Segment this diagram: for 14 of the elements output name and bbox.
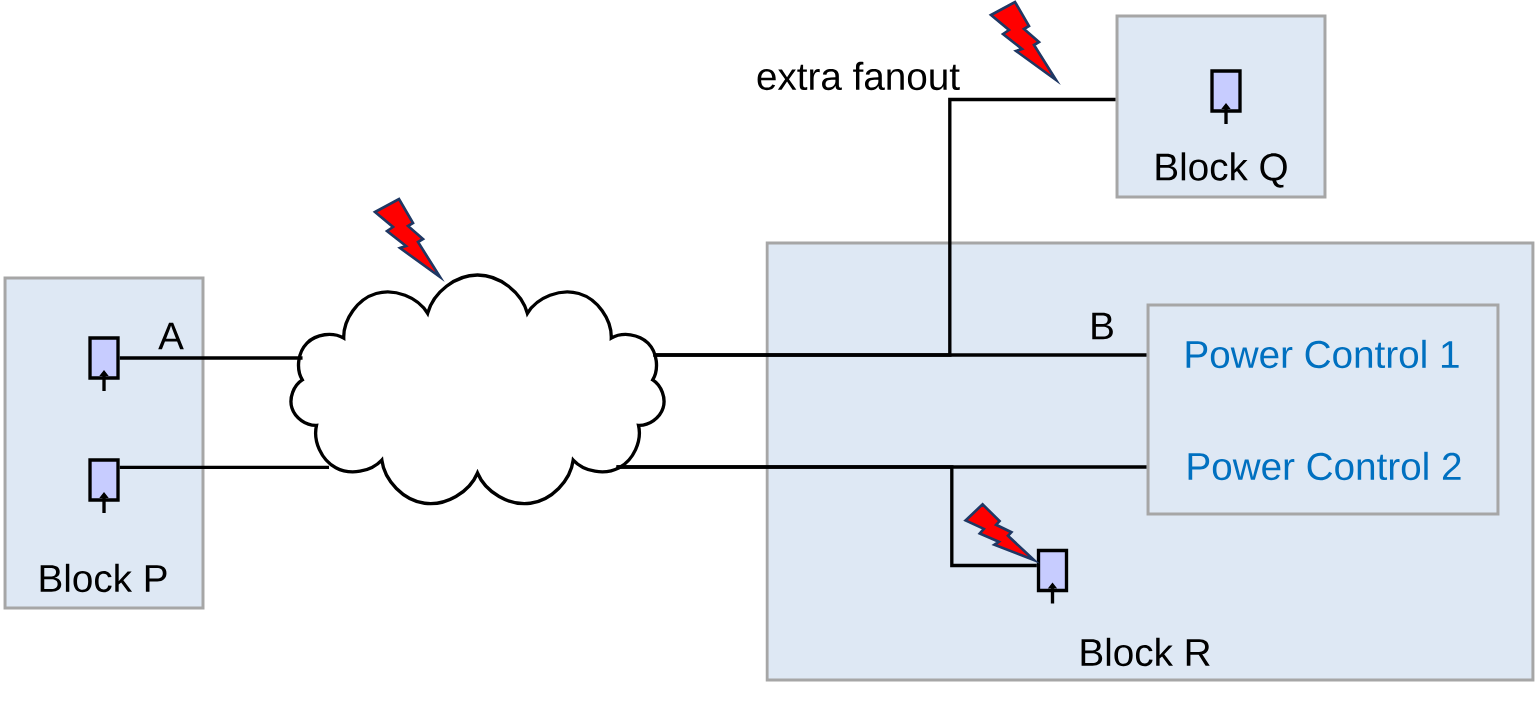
register-symbol xyxy=(88,458,120,513)
wire-label: A xyxy=(158,322,184,350)
register-symbol xyxy=(1036,548,1069,604)
cloud xyxy=(289,273,666,506)
wire xyxy=(119,356,303,360)
wire-label: B xyxy=(1092,312,1113,340)
register-symbol xyxy=(1210,69,1242,124)
block-box: Block Q xyxy=(1115,14,1327,199)
control-box: Power Control 1 Power Control 2 xyxy=(1146,303,1500,516)
wire xyxy=(119,465,330,469)
wire xyxy=(616,465,1037,568)
wire xyxy=(653,97,1116,357)
wire-label: extra fanout xyxy=(757,61,960,91)
register-symbol xyxy=(88,336,120,391)
